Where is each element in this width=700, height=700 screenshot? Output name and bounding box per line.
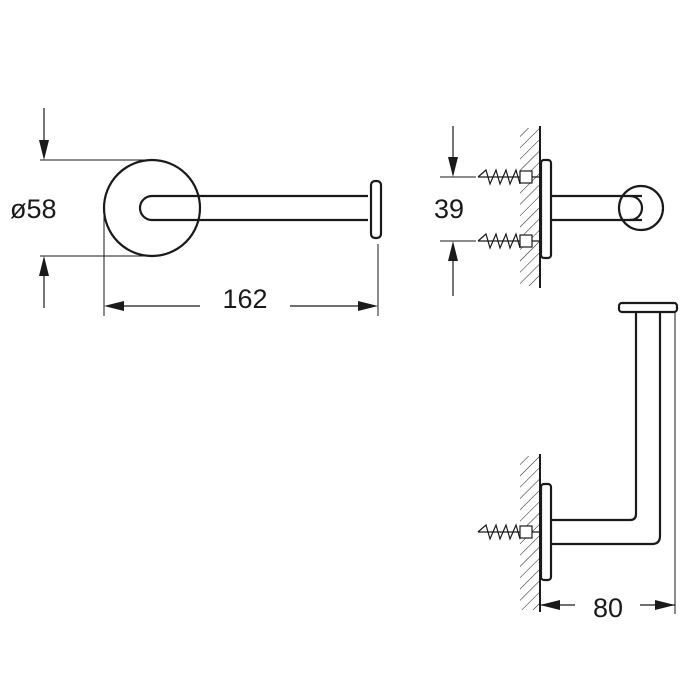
end-cap-top [617, 301, 679, 314]
screw-bottom [477, 232, 540, 250]
rosette-circle [102, 158, 202, 258]
arrowhead [448, 241, 458, 261]
arrowhead [540, 600, 560, 610]
arrowhead [39, 140, 49, 160]
elevation-view: 80 [477, 301, 679, 623]
arrowhead [39, 256, 49, 276]
front-view: ø58 162 [10, 108, 383, 316]
holder-arm [138, 194, 368, 222]
arrowhead [104, 301, 124, 311]
end-cap [369, 179, 383, 240]
screw-spacing-label: 39 [434, 194, 464, 224]
rosette-plate [539, 158, 553, 260]
arrowhead [448, 157, 458, 177]
screw-top [477, 168, 540, 186]
diameter-label: ø58 [10, 194, 57, 224]
arrowhead [358, 301, 378, 311]
wall-hatch [520, 128, 540, 286]
rosette-plate [539, 482, 553, 582]
length-label: 162 [222, 284, 267, 314]
projection-label: 80 [593, 593, 623, 623]
side-view: 39 [434, 126, 665, 296]
holder-arm-l [551, 312, 662, 546]
end-cap-circle [617, 184, 665, 232]
arrowhead [655, 600, 675, 610]
holder-arm-side [551, 194, 642, 222]
screw [477, 523, 540, 541]
